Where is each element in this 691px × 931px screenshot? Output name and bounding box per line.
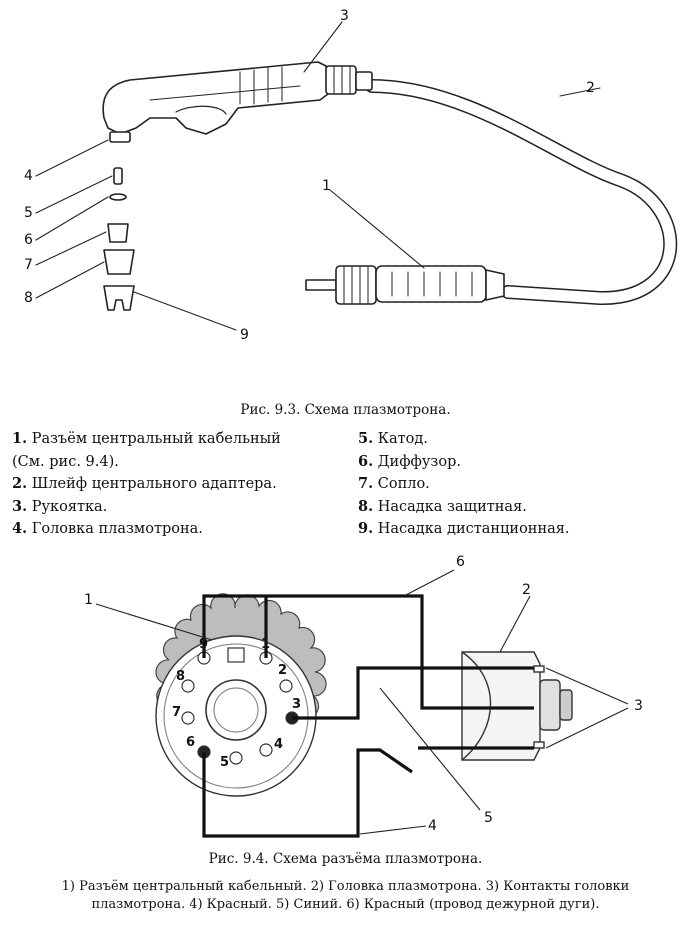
torch-head <box>461 651 573 761</box>
legend-right: 5. Катод. 6. Диффузор. 7. Сопло. 8. Наса… <box>358 428 570 541</box>
legend-item: (См. рис. 9.4). <box>12 453 119 470</box>
shield-cap <box>103 249 135 275</box>
callout-1: 1 <box>322 178 331 194</box>
callout-4: 4 <box>428 818 437 834</box>
pin-label-2: 2 <box>278 663 287 678</box>
torch-diagram: 3 2 1 4 5 6 7 8 9 <box>24 8 678 343</box>
callout-1: 1 <box>84 592 93 608</box>
torch-handle <box>102 61 329 135</box>
wire-red-pilot <box>202 594 534 710</box>
callout-9: 9 <box>240 327 249 343</box>
legend-item: 6. Диффузор. <box>358 452 461 470</box>
callout-2: 2 <box>522 582 531 598</box>
legend-item: 7. Сопло. <box>358 475 430 492</box>
legend-item: 4. Головка плазмотрона. <box>12 520 203 537</box>
standoff-guide <box>103 285 135 311</box>
nozzle <box>107 223 129 243</box>
pin-label-8: 8 <box>176 669 185 684</box>
callout-8: 8 <box>24 290 33 306</box>
callout-6: 6 <box>24 232 33 248</box>
figure-caption-9-4: Рис. 9.4. Схема разъёма плазмотрона. <box>208 851 483 867</box>
pin-label-6: 6 <box>186 735 195 750</box>
legend-item: 3. Рукоятка. <box>12 497 108 515</box>
footnote-line: 1) Разъём центральный кабельный. 2) Голо… <box>61 879 630 894</box>
legend-item: 9. Насадка дистанционная. <box>358 520 570 537</box>
pin-label-7: 7 <box>172 705 181 720</box>
wire-red <box>202 748 413 838</box>
pin-label-5: 5 <box>220 755 229 770</box>
callout-3: 3 <box>340 8 349 24</box>
callout-4: 4 <box>24 168 33 184</box>
figure-caption-9-3: Рис. 9.3. Схема плазмотрона. <box>240 402 451 418</box>
wiring <box>202 594 534 838</box>
callout-6: 6 <box>456 554 465 570</box>
diffuser <box>109 193 127 201</box>
wire-blue <box>292 666 534 720</box>
callout-5: 5 <box>24 205 33 221</box>
legend-left: 1. Разъём центральный кабельный (См. рис… <box>12 428 281 541</box>
connector-diagram: 9 1 2 3 4 5 6 7 8 1 2 3 4 <box>84 554 643 838</box>
callout-2: 2 <box>586 80 595 96</box>
cathode <box>113 167 123 185</box>
callout-5: 5 <box>484 810 493 826</box>
figure-footnote: 1) Разъём центральный кабельный. 2) Голо… <box>40 878 651 914</box>
pin-label-3: 3 <box>292 697 301 712</box>
legend-item: 5. Катод. <box>358 430 428 447</box>
callout-3: 3 <box>634 698 643 714</box>
legend-item: 1. Разъём центральный кабельный <box>12 430 281 447</box>
callout-7: 7 <box>24 257 33 273</box>
pin-label-4: 4 <box>274 737 283 752</box>
legend-item: 8. Насадка защитная. <box>358 497 527 515</box>
legend-item: 2. Шлейф центрального адаптера. <box>12 475 277 492</box>
footnote-line: плазмотрона. 4) Красный. 5) Синий. 6) Кр… <box>91 897 600 912</box>
